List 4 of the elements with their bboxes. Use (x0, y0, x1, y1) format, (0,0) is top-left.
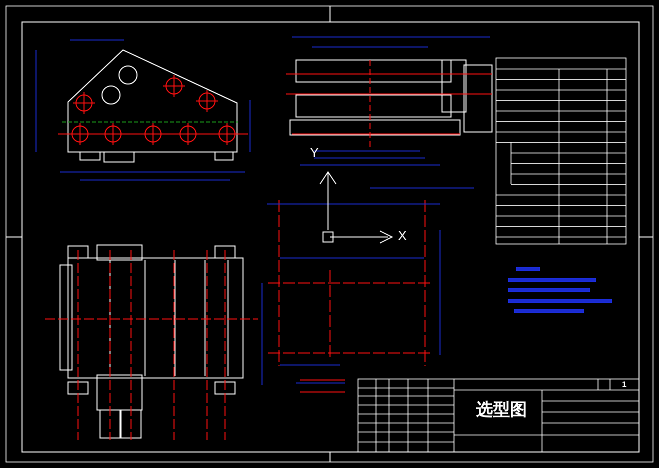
drawing-title: 选型图 (476, 402, 527, 419)
sheet-number: 1 (622, 381, 626, 389)
axis-label: X (398, 229, 407, 242)
axis-label: Y (310, 146, 319, 159)
